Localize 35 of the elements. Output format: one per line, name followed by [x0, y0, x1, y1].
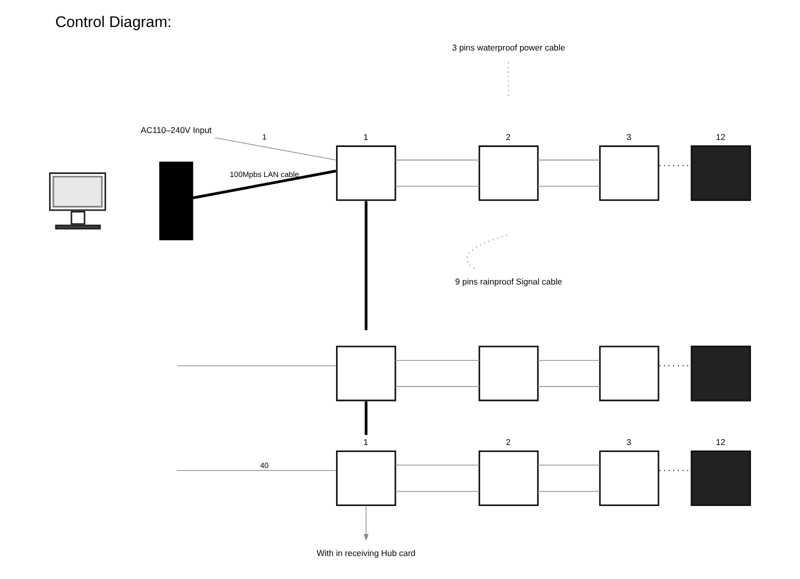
connector: [466, 234, 508, 270]
node-label: 1: [363, 436, 368, 447]
node-label: 3: [626, 436, 632, 447]
connector: [364, 401, 368, 435]
connector: [538, 360, 600, 361]
node-text: 9 pins rainproof Signal cable: [455, 276, 562, 287]
connector: [538, 386, 600, 387]
node-label: 3: [626, 132, 632, 142]
node-label: 2: [506, 132, 511, 142]
node-label: 1: [363, 132, 368, 142]
connector: [395, 490, 480, 492]
node-label: 2: [506, 436, 511, 447]
connector: [538, 464, 600, 466]
connector: [538, 186, 600, 187]
connector: [176, 365, 336, 366]
edge-label: 100Mpbs LAN cable: [230, 170, 300, 180]
connector: [395, 360, 480, 361]
node-label: 12: [716, 132, 726, 142]
connector: [395, 464, 480, 466]
connector: [176, 470, 336, 471]
edge-label: 40: [260, 461, 269, 470]
connector: [538, 490, 600, 492]
connector: [214, 137, 336, 160]
edge-label: 1: [262, 132, 267, 142]
node-box: [159, 162, 194, 240]
arrow: [364, 506, 369, 541]
connector: [395, 386, 480, 387]
diagram-title: Control Diagram:: [55, 14, 172, 31]
connector: [192, 170, 336, 200]
node-text: 3 pins waterproof power cable: [452, 42, 566, 53]
node-text: With in receiving Hub card: [316, 548, 416, 558]
node-text: AC110–240V Input: [140, 124, 212, 135]
connector: [364, 201, 368, 330]
connector: [395, 186, 480, 187]
node-label: 12: [716, 436, 726, 447]
